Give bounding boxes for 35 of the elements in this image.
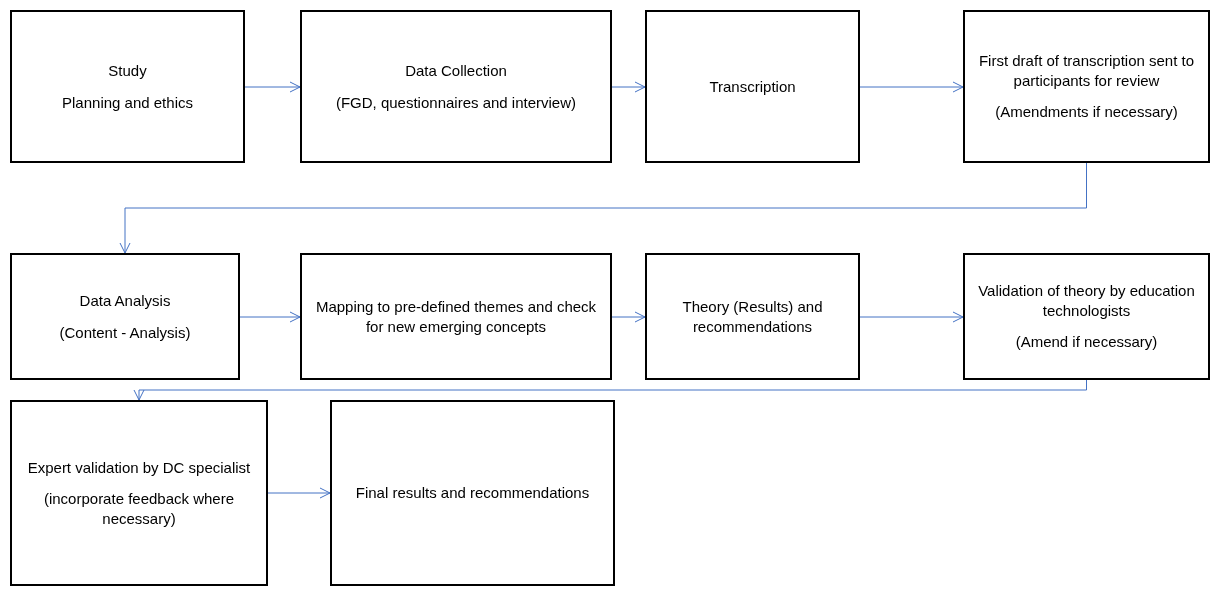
box-text: (Amendments if necessary) (995, 102, 1178, 122)
box-text: Mapping to pre-defined themes and check for new emerging concepts (314, 297, 598, 336)
box-text: Data Collection (405, 61, 507, 81)
process-box (300, 10, 612, 163)
arrow (611, 311, 646, 323)
box-text: (Content - Analysis) (59, 322, 191, 342)
arrow (244, 81, 301, 93)
box-text: Theory (Results) and recommendations (681, 297, 824, 336)
process-box (10, 400, 268, 586)
process-box (963, 10, 1210, 163)
arrow (239, 311, 301, 323)
box-text: Validation of theory by education technologists (977, 281, 1196, 321)
box-text: First draft of transcription sent to participants for review (977, 51, 1196, 91)
process-box (300, 253, 612, 380)
box-text: Data Analysis (79, 291, 171, 311)
arrow (611, 81, 646, 93)
box-text: Expert validation by DC specialist (27, 457, 251, 478)
process-box (10, 253, 240, 380)
arrow (133, 379, 1087, 401)
process-box (330, 400, 615, 586)
box-text: Study (108, 61, 147, 81)
process-box (645, 10, 860, 163)
arrow (859, 311, 964, 323)
arrow (859, 81, 964, 93)
box-text: (FGD, questionnaires and interview) (335, 92, 577, 112)
process-box (645, 253, 860, 380)
process-box (963, 253, 1210, 380)
process-box (10, 10, 245, 163)
arrow (267, 487, 331, 499)
box-text: Transcription (709, 76, 796, 97)
arrow (119, 162, 1087, 254)
box-text: Final results and recommendations (355, 483, 590, 503)
box-text: Planning and ethics (62, 92, 193, 112)
box-text: (incorporate feedback where necessary) (42, 489, 236, 529)
box-text: (Amend if necessary) (1015, 332, 1158, 352)
